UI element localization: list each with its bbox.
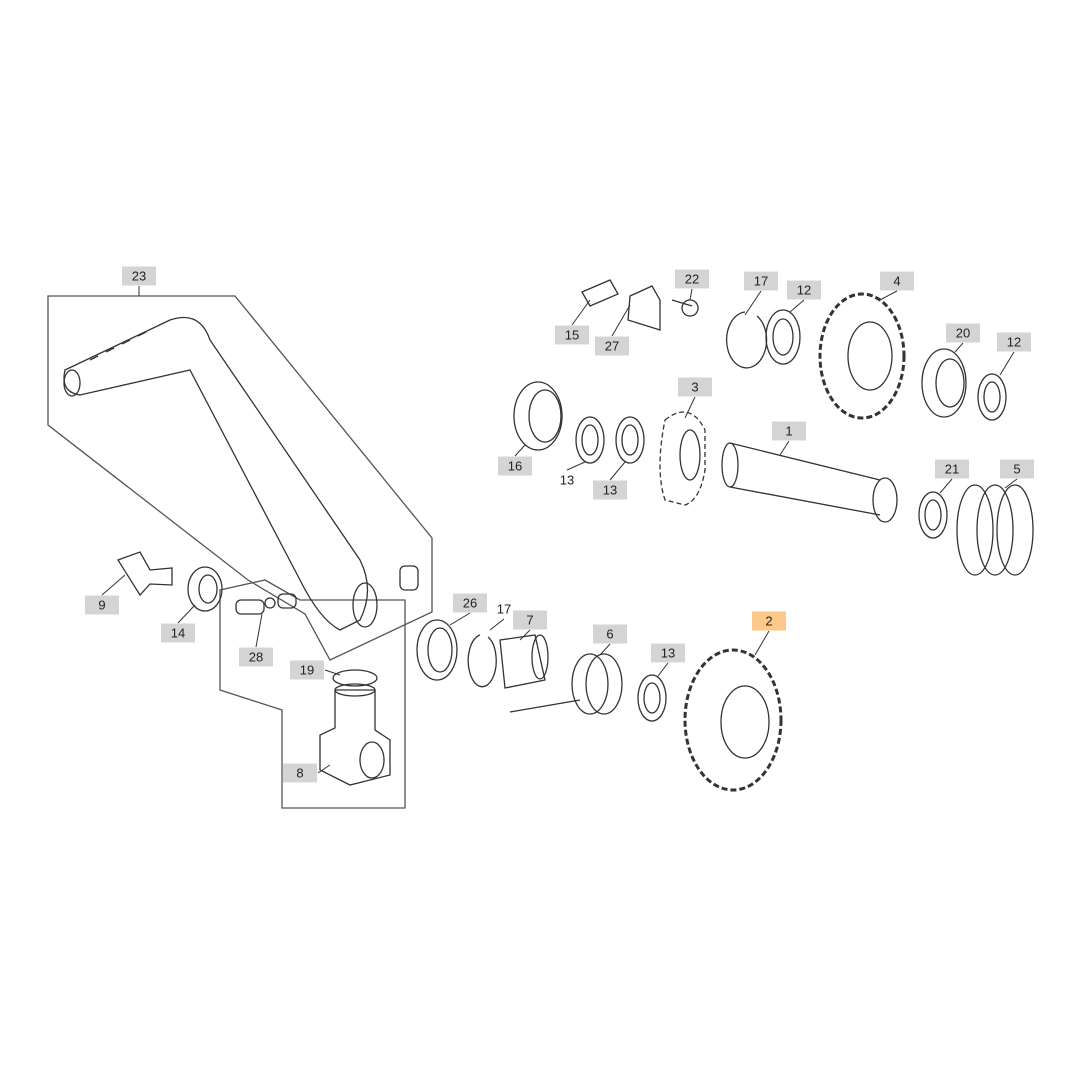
part-label-21[interactable]: 21 (935, 459, 969, 479)
part-label-23[interactable]: 23 (122, 266, 156, 286)
kick-lever-part (63, 316, 378, 631)
part-label-27[interactable]: 27 (595, 336, 629, 356)
ratchet-part-3 (659, 411, 706, 506)
part-label-17b[interactable]: 17 (496, 601, 512, 617)
bushing-part-7 (499, 634, 549, 689)
washer-part-13a (575, 416, 605, 464)
part-label-17[interactable]: 17 (744, 271, 778, 291)
washer-part-13b (615, 416, 645, 464)
gear-part-2 (683, 648, 783, 792)
part-label-12b[interactable]: 12 (997, 332, 1031, 352)
part-label-8[interactable]: 8 (283, 763, 317, 783)
part-label-5[interactable]: 5 (1000, 459, 1034, 479)
washer-part-21 (918, 491, 948, 539)
part-label-19[interactable]: 19 (290, 660, 324, 680)
part-label-13c[interactable]: 13 (651, 643, 685, 663)
washer-part-13c (637, 674, 667, 722)
bolt-part (117, 551, 173, 597)
bracket-part-27 (627, 285, 661, 331)
screw-part-22 (671, 299, 699, 317)
spring-part-28 (235, 599, 265, 615)
part-label-13a[interactable]: 13 (559, 472, 575, 488)
part-label-28[interactable]: 28 (239, 647, 273, 667)
bearing-part-20 (921, 348, 967, 418)
spring-part-5 (956, 484, 1034, 576)
washer-part-12 (765, 309, 801, 365)
part-label-3[interactable]: 3 (678, 377, 712, 397)
part-label-14[interactable]: 14 (161, 623, 195, 643)
part-label-15[interactable]: 15 (555, 325, 589, 345)
lever-sub-group-outline (219, 579, 406, 809)
seal-part-26 (416, 619, 458, 681)
part-label-1[interactable]: 1 (772, 421, 806, 441)
leader-lines (101, 286, 1018, 774)
part-label-7[interactable]: 7 (513, 610, 547, 630)
part-label-9[interactable]: 9 (85, 595, 119, 615)
part-label-12[interactable]: 12 (787, 280, 821, 300)
gear-part-4 (818, 292, 906, 420)
plate-part-15 (581, 279, 619, 307)
part-label-4[interactable]: 4 (880, 271, 914, 291)
washer-part-14 (187, 566, 223, 612)
o-ring-part (332, 669, 378, 687)
part-label-13b[interactable]: 13 (593, 480, 627, 500)
part-label-26[interactable]: 26 (453, 593, 487, 613)
part-label-2-highlighted[interactable]: 2 (752, 611, 786, 631)
torsion-spring-part-6 (509, 653, 623, 715)
kickstarter-group-outline (47, 295, 433, 661)
part-label-20[interactable]: 20 (946, 323, 980, 343)
circlip-part-17 (726, 311, 768, 369)
washer-part-12b (977, 373, 1007, 421)
lever-hub-part (319, 683, 391, 786)
part-label-22[interactable]: 22 (675, 269, 709, 289)
bearing-part-16 (513, 381, 563, 451)
part-label-6[interactable]: 6 (593, 624, 627, 644)
part-label-16[interactable]: 16 (498, 456, 532, 476)
circlip-part-17b (467, 634, 497, 688)
shaft-part-1 (721, 442, 898, 523)
